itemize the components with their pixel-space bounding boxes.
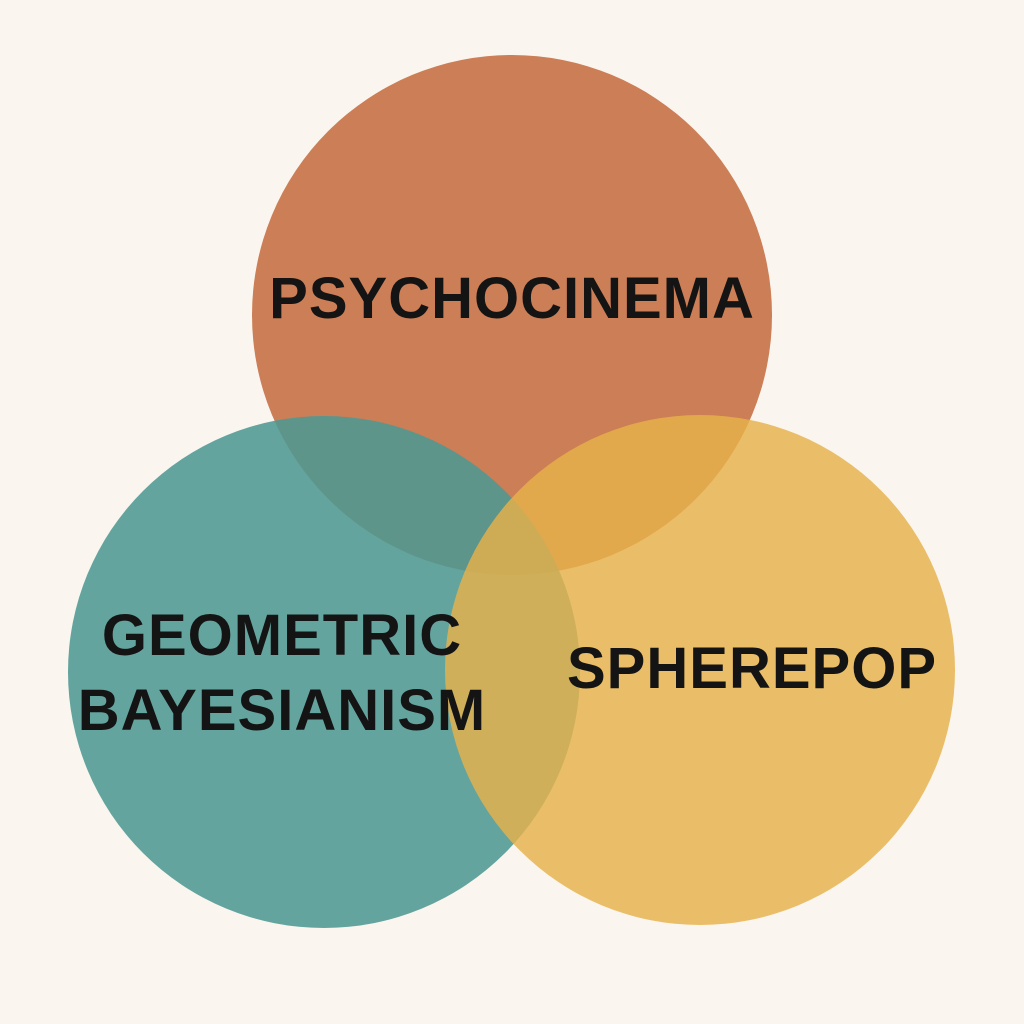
label-geometric-line1: GEOMETRIC (102, 603, 462, 668)
label-spherepop: SPHEREPOP (567, 636, 937, 701)
label-geometric-line2: BAYESIANISM (78, 678, 487, 743)
circle-spherepop (445, 415, 955, 925)
circle-geometric-bayesianism (68, 416, 580, 928)
label-psychocinema: PSYCHOCINEMA (269, 266, 755, 331)
